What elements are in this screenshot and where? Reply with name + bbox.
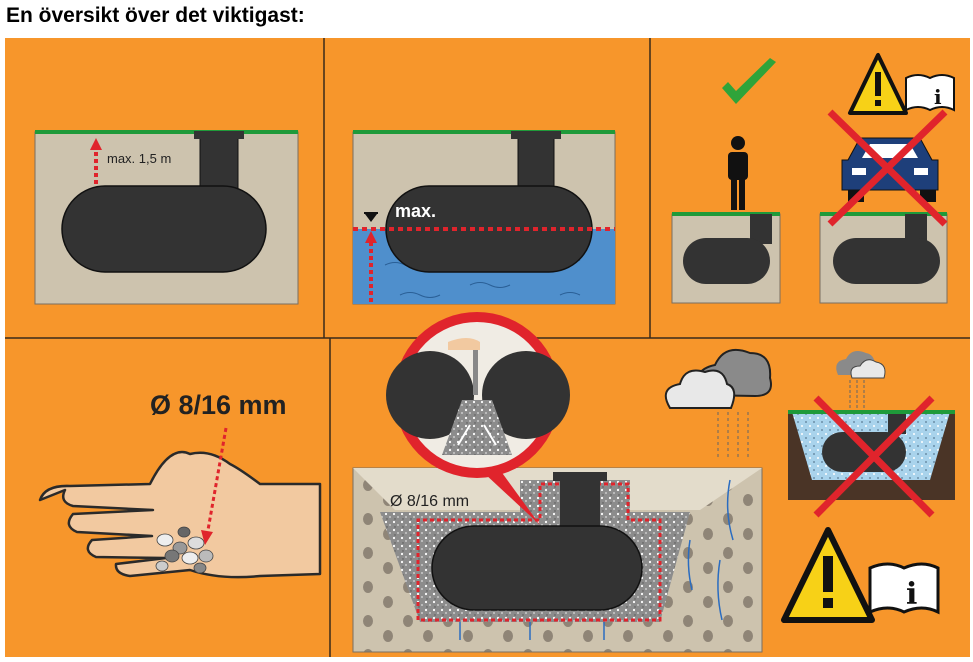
page-title: En översikt över det viktigast: <box>6 4 305 27</box>
max-water-label: max. <box>395 201 436 221</box>
warning-icon <box>848 53 908 115</box>
panel-load: i <box>671 53 955 304</box>
tank <box>833 238 940 284</box>
hand-icon <box>38 450 322 579</box>
cross-icon <box>813 395 935 518</box>
tank <box>61 185 267 273</box>
rain-cloud-icon <box>664 349 772 460</box>
tank <box>683 238 770 284</box>
gravel-stones <box>155 526 214 574</box>
panel-gravel-hand: Ø 8/16 mm <box>38 390 322 579</box>
small-cloud-icon <box>836 351 886 410</box>
panel-max-depth: max. 1,5 m <box>34 130 299 305</box>
check-icon <box>722 58 776 104</box>
info-letter: i <box>906 577 917 612</box>
manual-book-icon: i <box>868 562 940 615</box>
magnifier-icon <box>386 312 570 525</box>
panel-groundwater: max. <box>352 130 616 305</box>
tank <box>431 525 643 611</box>
water-level-marker-icon <box>365 214 377 222</box>
gravel-size-label: Ø 8/16 mm <box>150 390 287 420</box>
person-icon <box>728 136 748 210</box>
warning-icon <box>781 527 875 623</box>
panel-backfill: Ø 8/16 mm <box>352 312 763 653</box>
depth-label: max. 1,5 m <box>107 151 171 166</box>
backfill-size-label: Ø 8/16 mm <box>390 493 469 510</box>
panel-drainage-warning: i <box>664 349 955 623</box>
manual-book-icon: i <box>905 74 955 112</box>
info-letter: i <box>934 85 942 109</box>
cross-icon <box>827 109 948 227</box>
